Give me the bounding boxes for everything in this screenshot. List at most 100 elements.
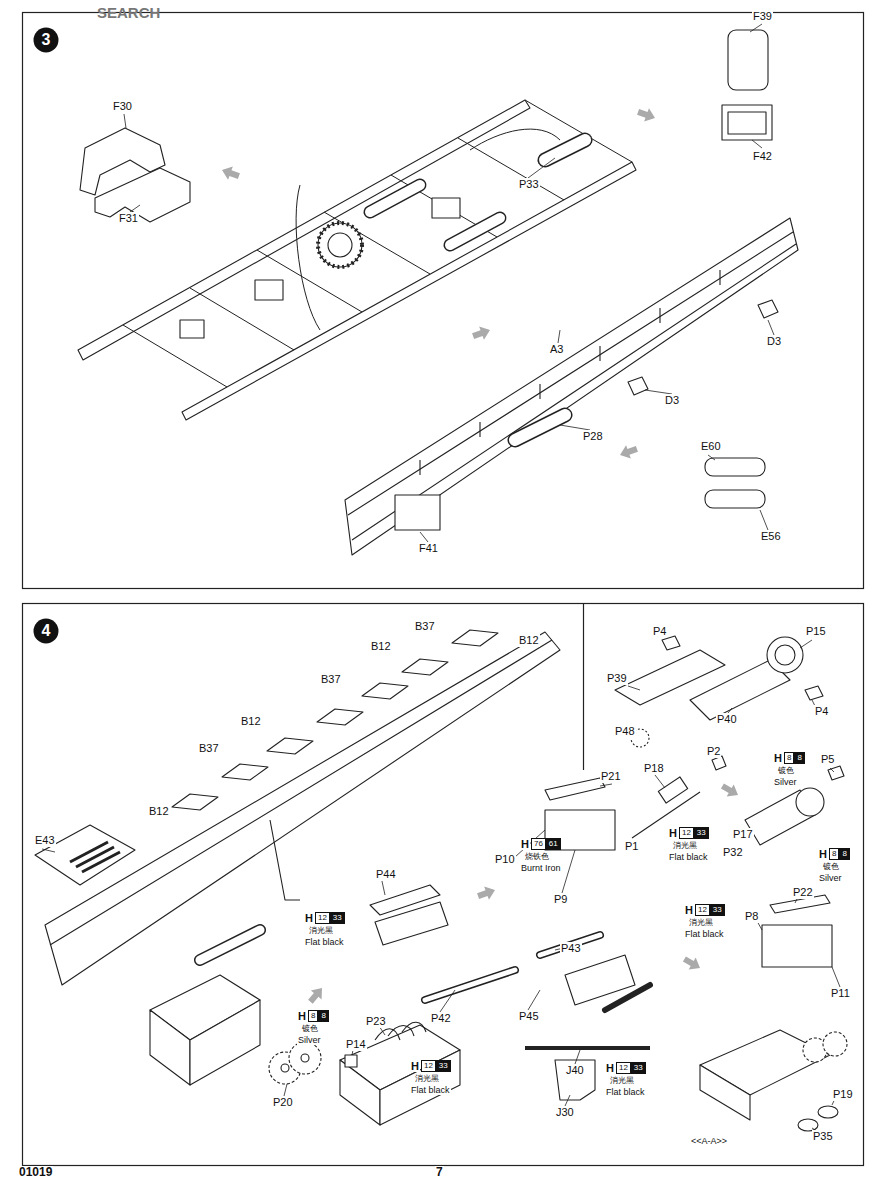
part-number: P20 [272,1096,294,1109]
paint-code: 12 [679,827,694,839]
color-name-cn: 消光黑 [308,926,334,935]
part-number: B12 [370,640,392,653]
color-name-en: Flat black [605,1087,646,1097]
part-number: P35 [812,1130,834,1143]
paint-code: 76 [531,838,546,850]
paint-brand: H [668,827,678,839]
paint-code: 8 [318,1010,328,1022]
part-number: F39 [752,10,773,23]
step-number: 4 [33,618,59,644]
part-number: D3 [664,394,680,407]
part-number: J40 [565,1064,585,1077]
paint-brand: H [818,848,828,860]
paint-code: 8 [839,848,849,860]
part-number: P23 [365,1015,387,1028]
part-number: P48 [614,725,636,738]
part-number: J30 [555,1106,575,1119]
paint-code: 33 [710,904,725,916]
color-name-en: Flat black [304,937,345,947]
paint-brand: H [605,1062,615,1074]
paint-brand: H [304,912,314,924]
color-name-cn: 镀色 [777,766,795,775]
part-number: F30 [112,100,133,113]
paint-code: 12 [315,912,330,924]
color-name-cn: 消光黑 [688,918,714,927]
color-name-en: Burnt Iron [520,863,562,873]
color-name-cn: 消光黑 [414,1074,440,1083]
paint-brand: H [520,838,530,850]
part-number: E43 [34,834,56,847]
color-name-en: Silver [297,1035,322,1045]
part-number: E60 [700,440,722,453]
paint-code: 8 [784,752,794,764]
part-number: P32 [722,846,744,859]
part-number: P40 [716,713,738,726]
part-number: D3 [766,335,782,348]
section-mark: <<A-A>> [690,1136,728,1146]
color-name-en: Silver [773,777,798,787]
paint-brand: H [684,904,694,916]
part-number: P8 [744,910,759,923]
paint-code: 12 [421,1060,436,1072]
paint-code: 8 [308,1010,318,1022]
color-name-cn: 烧铁色 [524,852,550,861]
part-number: P43 [560,942,582,955]
paint-code: 33 [330,912,345,924]
part-number: P10 [494,853,516,866]
part-number: P28 [582,430,604,443]
color-name-en: Flat black [668,852,709,862]
part-number: F31 [118,212,139,225]
part-number: F42 [752,150,773,163]
part-number: P4 [814,705,829,718]
part-number: P45 [518,1010,540,1023]
part-number: P2 [706,745,721,758]
paint-brand: H [773,752,783,764]
paint-code: 61 [546,838,561,850]
part-number: B37 [320,673,342,686]
watermark: SEARCH [96,4,161,21]
paint-brand: H [297,1010,307,1022]
paint-code: 12 [616,1062,631,1074]
color-name-cn: 消光黑 [609,1076,635,1085]
part-number: B12 [240,715,262,728]
part-number: B37 [414,620,436,633]
part-number: P44 [375,868,397,881]
part-number: P4 [652,625,667,638]
step-number-text: 3 [33,27,59,53]
paint-code: 33 [631,1062,646,1074]
step-number: 3 [33,27,59,53]
paint-brand: H [410,1060,420,1072]
part-number: B37 [198,742,220,755]
color-name-cn: 镀色 [301,1024,319,1033]
page-number: 7 [435,1166,444,1180]
part-number: P19 [832,1088,854,1101]
paint-code: 8 [794,752,804,764]
paint-code: 12 [695,904,710,916]
part-number: P14 [345,1038,367,1051]
color-name-en: Flat black [410,1085,451,1095]
step-circle-shape [34,619,59,644]
step-circle-shape [34,28,59,53]
part-number: P17 [732,828,754,841]
part-number: P1 [624,840,639,853]
part-number: P42 [430,1012,452,1025]
part-number: P18 [643,762,665,775]
color-name-cn: 镀色 [822,862,840,871]
part-number: P22 [792,886,814,899]
paint-code: 33 [694,827,709,839]
page-number: 01019 [18,1166,53,1180]
step-number-text: 4 [33,618,59,644]
color-name-en: Flat black [684,929,725,939]
part-number: P21 [600,770,622,783]
part-number: P11 [830,987,851,1000]
part-number: P5 [820,753,835,766]
part-number: B12 [148,805,170,818]
paint-code: 33 [436,1060,451,1072]
part-number: P33 [518,178,540,191]
part-number: E56 [760,530,782,543]
paint-code: 8 [829,848,839,860]
part-number: F41 [418,542,439,555]
color-name-en: Silver [818,873,843,883]
part-number: A3 [549,343,564,356]
